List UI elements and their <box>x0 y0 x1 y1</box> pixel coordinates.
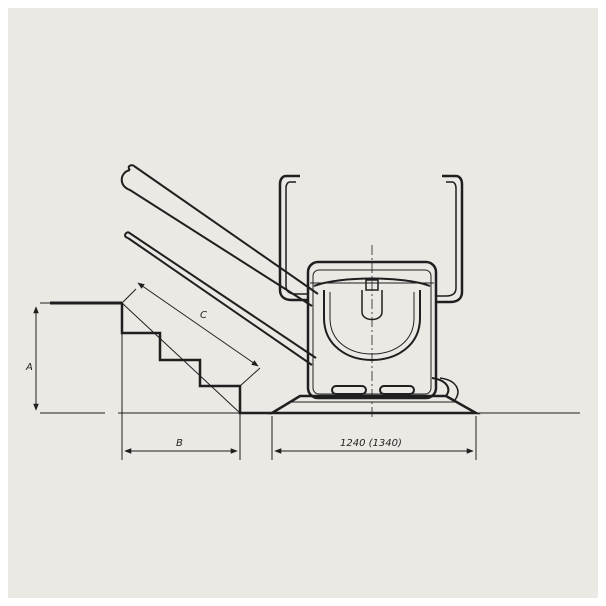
dimension-a-label: A <box>25 362 33 373</box>
dimension-c <box>121 282 261 387</box>
staircase <box>120 302 272 415</box>
dimension-base <box>271 416 477 460</box>
stairlift-rails <box>120 164 319 366</box>
dimension-b <box>121 318 241 460</box>
platform-base <box>267 377 481 415</box>
dimension-b-label: B <box>176 438 183 449</box>
dimension-base-label: 1240 (1340) <box>340 438 402 449</box>
guard-arms <box>278 174 464 304</box>
dimension-c-label: C <box>200 310 207 321</box>
